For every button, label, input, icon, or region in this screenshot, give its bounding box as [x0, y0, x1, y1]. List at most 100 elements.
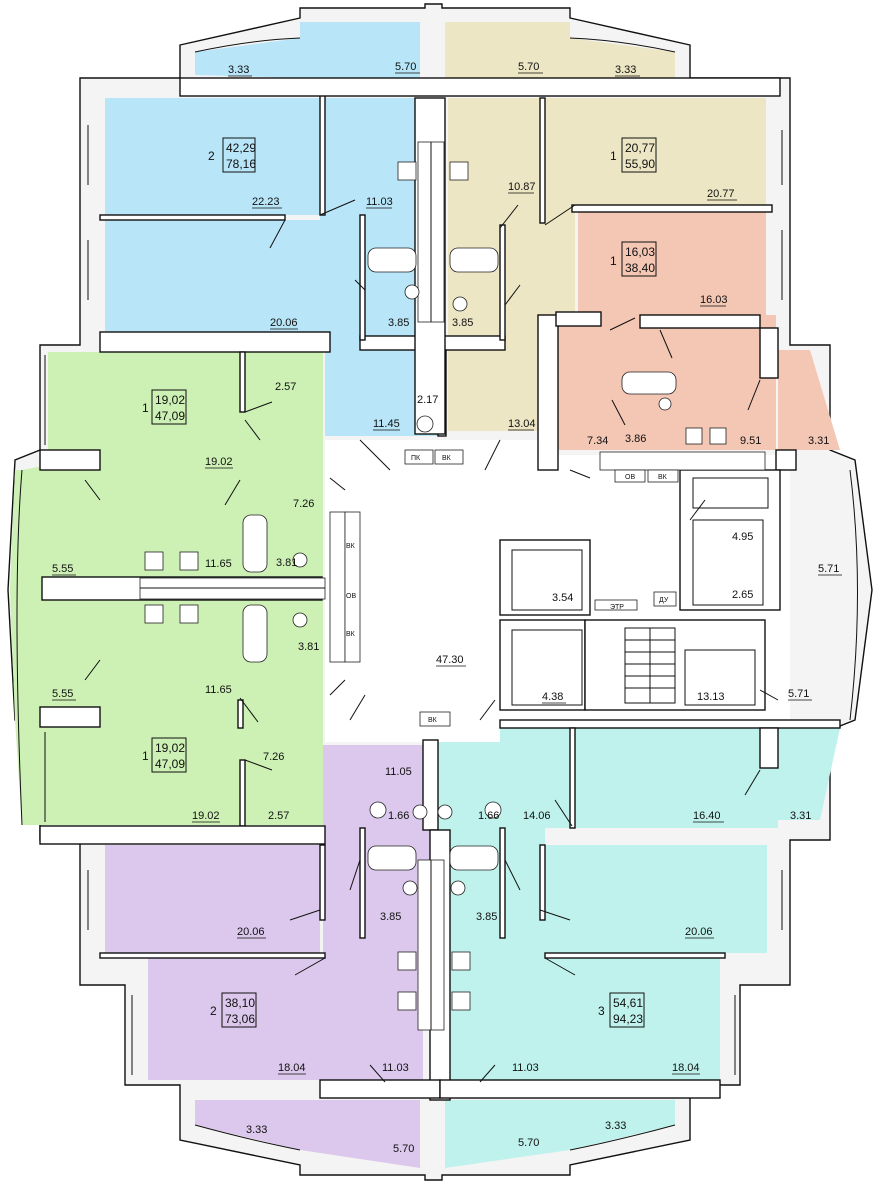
svg-text:ОВ: ОВ [346, 593, 356, 600]
area-label: 7.26 [293, 498, 314, 510]
room-beige-1 [448, 98, 766, 205]
area-label: 2.65 [732, 589, 753, 601]
area-label: 7.26 [263, 751, 284, 763]
svg-text:16,03: 16,03 [625, 245, 655, 259]
room-cyan-balcony [445, 1100, 675, 1168]
area-label: 5.55 [52, 688, 73, 700]
area-label: 11.05 [385, 766, 412, 778]
area-label: 19.02 [205, 456, 233, 468]
room-cyan-2 [545, 845, 767, 953]
room-area-labels: 3.33 5.70 5.70 3.33 22.23 11.03 10.87 20… [52, 61, 839, 1155]
area-label: 19.02 [192, 810, 220, 822]
svg-text:38,40: 38,40 [625, 261, 655, 275]
svg-text:55,90: 55,90 [625, 157, 655, 171]
area-label: 11.03 [512, 1062, 539, 1074]
room-blue-2 [105, 220, 320, 332]
area-label: 3.33 [615, 64, 636, 76]
area-label: 11.03 [366, 196, 393, 208]
area-label: 20.77 [707, 188, 735, 200]
area-label: 9.51 [740, 435, 761, 447]
shafts [139, 141, 766, 1031]
shaft-labels: ПК ВК ВК ВК ОВ ВК ОВ ВК ЭТР ДУ [346, 449, 679, 727]
room-purple-2 [148, 958, 423, 1080]
svg-text:1: 1 [610, 254, 617, 268]
area-label: 11.65 [205, 558, 232, 570]
svg-text:ДУ: ДУ [659, 597, 669, 604]
area-label: 20.06 [237, 926, 265, 938]
area-label: 3.31 [790, 810, 811, 822]
apartment-tag-left-lower: 1 19,02 47,09 [142, 737, 187, 773]
area-label: 20.06 [270, 317, 298, 329]
svg-text:38,10: 38,10 [225, 996, 255, 1010]
apartment-tag-left-upper: 1 19,02 47,09 [142, 389, 187, 425]
area-label: 14.06 [523, 810, 551, 822]
area-label: 47.30 [436, 654, 464, 666]
svg-text:73,06: 73,06 [225, 1012, 255, 1026]
area-label: 3.86 [625, 433, 646, 445]
room-green-balcony [10, 465, 48, 825]
area-label: 5.71 [788, 688, 809, 700]
svg-text:ПК: ПК [411, 455, 421, 462]
room-purple-1 [105, 845, 320, 953]
balcony-rails [16, 37, 858, 1151]
area-label: 5.70 [518, 61, 539, 73]
area-label: 3.33 [228, 64, 249, 76]
area-label: 5.55 [52, 563, 73, 575]
area-label: 22.23 [252, 196, 280, 208]
room-peach-balcony [778, 350, 840, 450]
area-label: 3.85 [476, 911, 497, 923]
svg-text:94,23: 94,23 [613, 1012, 643, 1026]
apartment-tag-top-right-1: 1 20,77 55,90 [610, 137, 657, 173]
area-label: 3.33 [246, 1124, 267, 1136]
area-label: 3.85 [380, 911, 401, 923]
room-purple-balcony [195, 1100, 420, 1168]
svg-text:78,16: 78,16 [226, 157, 256, 171]
room-peach-1 [578, 212, 766, 315]
room-blue-1 [105, 98, 320, 215]
area-label: 7.34 [587, 435, 608, 447]
apartment-tag-bottom-left: 2 38,10 73,06 [210, 992, 257, 1028]
svg-text:1: 1 [142, 749, 149, 763]
room-cyan-4 [545, 958, 720, 1080]
svg-text:ВК: ВК [442, 455, 452, 462]
area-label: 18.04 [278, 1062, 306, 1074]
area-label: 11.65 [205, 684, 232, 696]
svg-text:ВК: ВК [346, 631, 356, 638]
area-label: 11.03 [382, 1062, 409, 1074]
door-swings [84, 199, 779, 1083]
area-label: 3.31 [808, 435, 829, 447]
area-label: 3.85 [388, 317, 409, 329]
svg-text:ВК: ВК [428, 717, 438, 724]
area-label: 2.57 [268, 810, 289, 822]
apartment-tag-top-left: 2 42,29 78,16 [208, 137, 256, 173]
area-label: 3.85 [452, 317, 473, 329]
area-label: 5.70 [518, 1137, 539, 1149]
area-label: 2.17 [417, 394, 438, 406]
svg-text:ЭТР: ЭТР [610, 604, 624, 611]
area-label: 3.81 [276, 557, 297, 569]
svg-text:19,02: 19,02 [155, 393, 185, 407]
room-blue-balcony [195, 22, 420, 88]
area-label: 11.45 [373, 418, 400, 430]
svg-text:2: 2 [210, 1004, 217, 1018]
area-label: 4.95 [732, 531, 753, 543]
svg-text:47,09: 47,09 [155, 757, 185, 771]
room-cyan-corner [778, 728, 840, 820]
area-label: 13.04 [508, 418, 536, 430]
area-label: 1.66 [478, 810, 499, 822]
svg-text:19,02: 19,02 [155, 741, 185, 755]
fixtures [144, 161, 727, 1011]
area-label: 13.13 [697, 691, 725, 703]
stair-core [499, 469, 781, 711]
svg-text:54,61: 54,61 [613, 996, 643, 1010]
area-label: 5.70 [395, 61, 416, 73]
svg-text:2: 2 [208, 149, 215, 163]
apartment-tag-bottom-right: 3 54,61 94,23 [598, 992, 645, 1028]
area-label: 3.81 [298, 641, 319, 653]
area-label: 2.57 [275, 381, 296, 393]
area-label: 10.87 [508, 181, 536, 193]
area-label: 5.71 [818, 563, 839, 575]
room-blue-3 [320, 98, 415, 336]
svg-text:20,77: 20,77 [625, 141, 655, 155]
